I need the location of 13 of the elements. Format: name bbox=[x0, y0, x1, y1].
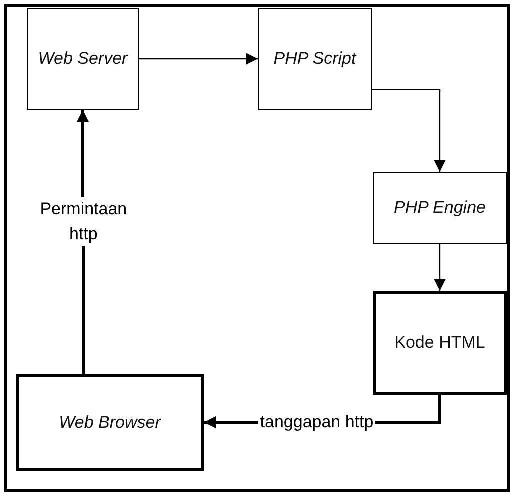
box-label: Web Browser bbox=[59, 412, 161, 432]
box-label: Kode HTML bbox=[394, 333, 486, 353]
box-label: PHP Engine bbox=[394, 198, 486, 218]
arrow bbox=[139, 53, 258, 65]
arrow bbox=[372, 89, 446, 172]
box-label: Web Server bbox=[38, 49, 128, 69]
process-box bbox=[27, 8, 139, 110]
process-box bbox=[373, 172, 507, 244]
box-label: PHP Script bbox=[274, 49, 356, 69]
arrow bbox=[434, 244, 446, 291]
process-box bbox=[258, 8, 372, 110]
process-box bbox=[373, 291, 507, 395]
process-box bbox=[16, 374, 204, 471]
